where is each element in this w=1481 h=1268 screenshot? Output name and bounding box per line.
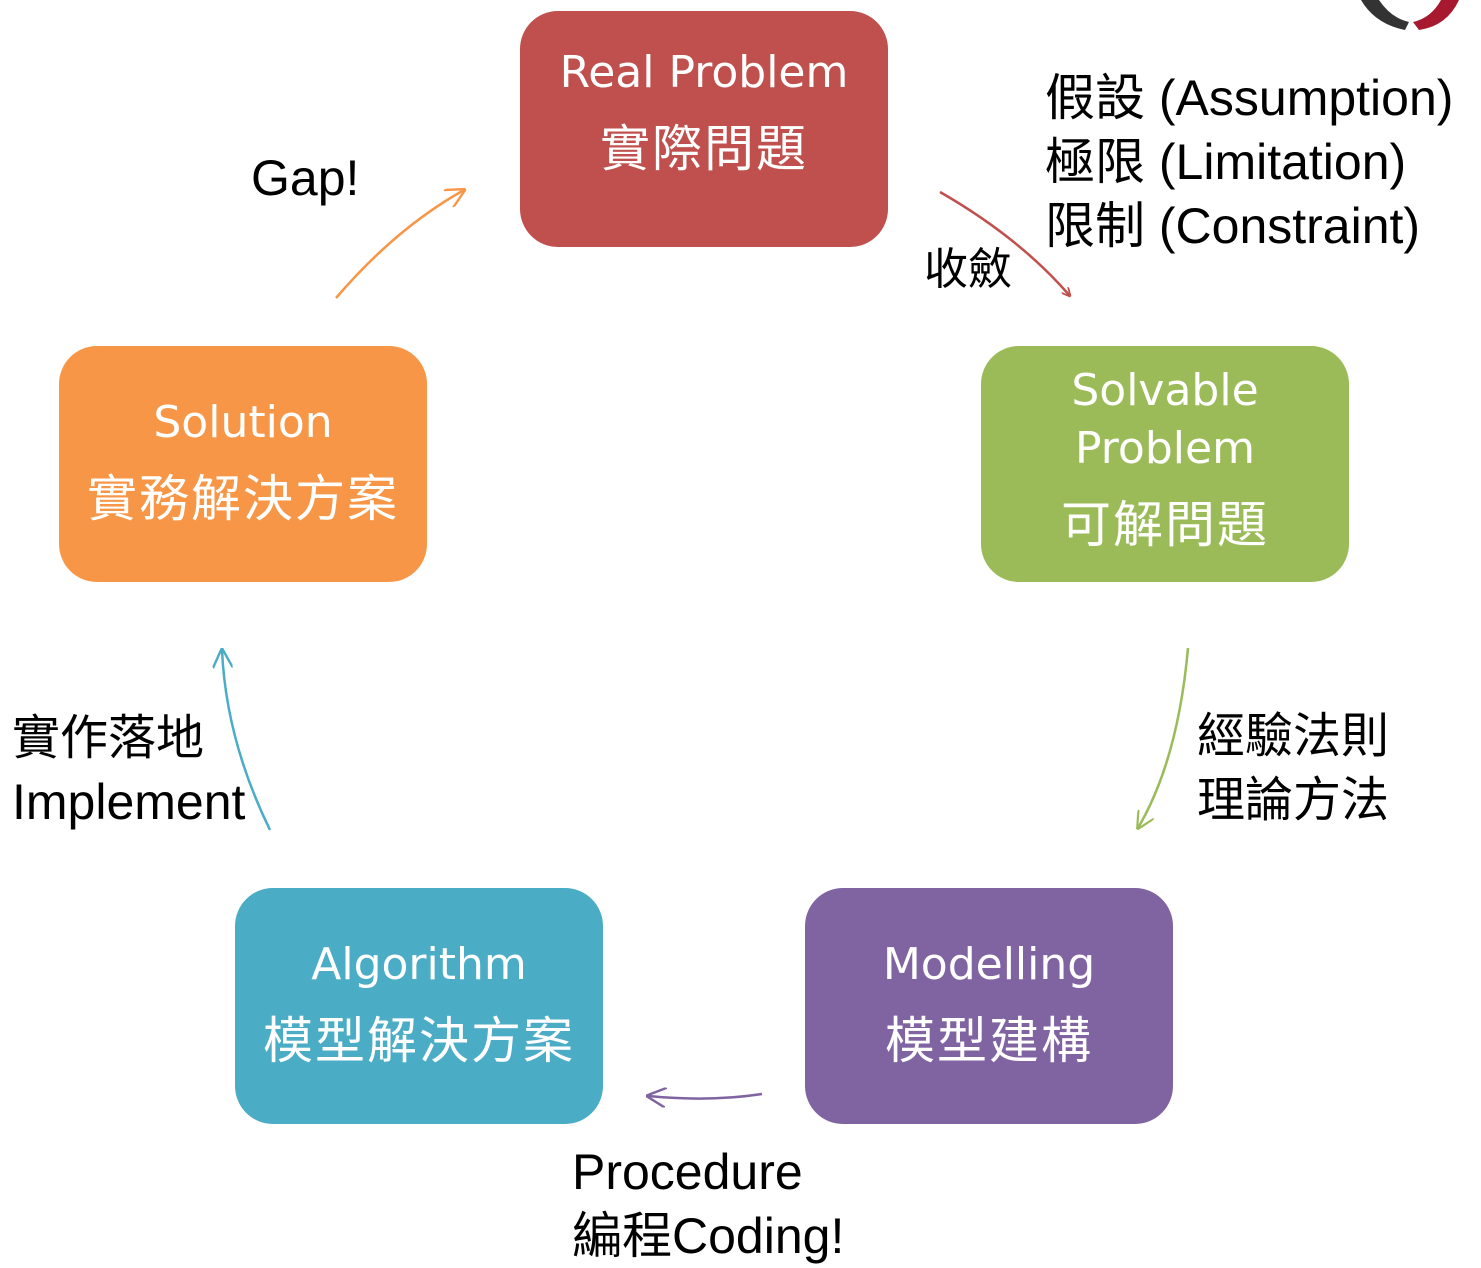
implement-line-1: 實作落地 <box>12 710 205 766</box>
assumption-line: 假設 (Assumption) <box>1045 70 1454 126</box>
procedure-line-2: 編程Coding! <box>572 1208 845 1264</box>
solution-en: Solution <box>153 397 333 448</box>
solution-box: Solution 實務解決方案 <box>59 346 427 582</box>
solvable-problem-en: Solvable Problem <box>1071 365 1259 474</box>
arrow-solvable-to-modelling <box>1138 647 1190 828</box>
implement-line-2: Implement <box>12 774 246 830</box>
procedure-label: Procedure 編程Coding! <box>572 1140 844 1268</box>
modelling-zh: 模型建構 <box>885 1012 1093 1070</box>
arrow-real-to-solvable <box>939 190 1070 296</box>
algorithm-box: Algorithm 模型解決方案 <box>235 888 603 1124</box>
real-problem-zh: 實際問題 <box>600 120 808 178</box>
limitation-line: 極限 (Limitation) <box>1045 134 1407 190</box>
arrow-algorithm-to-solution <box>222 650 272 831</box>
algorithm-en: Algorithm <box>311 939 527 990</box>
solvable-problem-box: Solvable Problem 可解問題 <box>981 346 1349 582</box>
solvable-problem-zh: 可解問題 <box>1061 496 1269 554</box>
logo-dark-arc <box>1361 0 1409 30</box>
modelling-box: Modelling 模型建構 <box>805 888 1173 1124</box>
arrow-modelling-to-algorithm <box>648 1094 763 1099</box>
modelling-en: Modelling <box>882 939 1096 990</box>
logo-red-arc <box>1413 0 1459 30</box>
arrow-solution-to-real <box>335 190 464 299</box>
gap-label: Gap! <box>251 150 360 206</box>
real-problem-box: Real Problem 實際問題 <box>520 11 888 247</box>
procedure-line-1: Procedure <box>572 1144 803 1200</box>
converge-label: 收斂 <box>924 244 1012 295</box>
solution-zh: 實務解決方案 <box>87 470 399 528</box>
methods-label: 經驗法則 理論方法 <box>1197 704 1389 832</box>
real-problem-en: Real Problem <box>559 47 849 98</box>
implement-label: 實作落地 Implement <box>12 706 245 834</box>
algorithm-zh: 模型解決方案 <box>263 1012 575 1070</box>
constraint-line: 限制 (Constraint) <box>1045 198 1421 254</box>
corner-logo-icon <box>1361 0 1459 30</box>
methods-line-2: 理論方法 <box>1197 772 1390 828</box>
methods-line-1: 經驗法則 <box>1197 708 1390 764</box>
assumptions-label: 假設 (Assumption) 極限 (Limitation) 限制 (Cons… <box>1045 66 1453 258</box>
